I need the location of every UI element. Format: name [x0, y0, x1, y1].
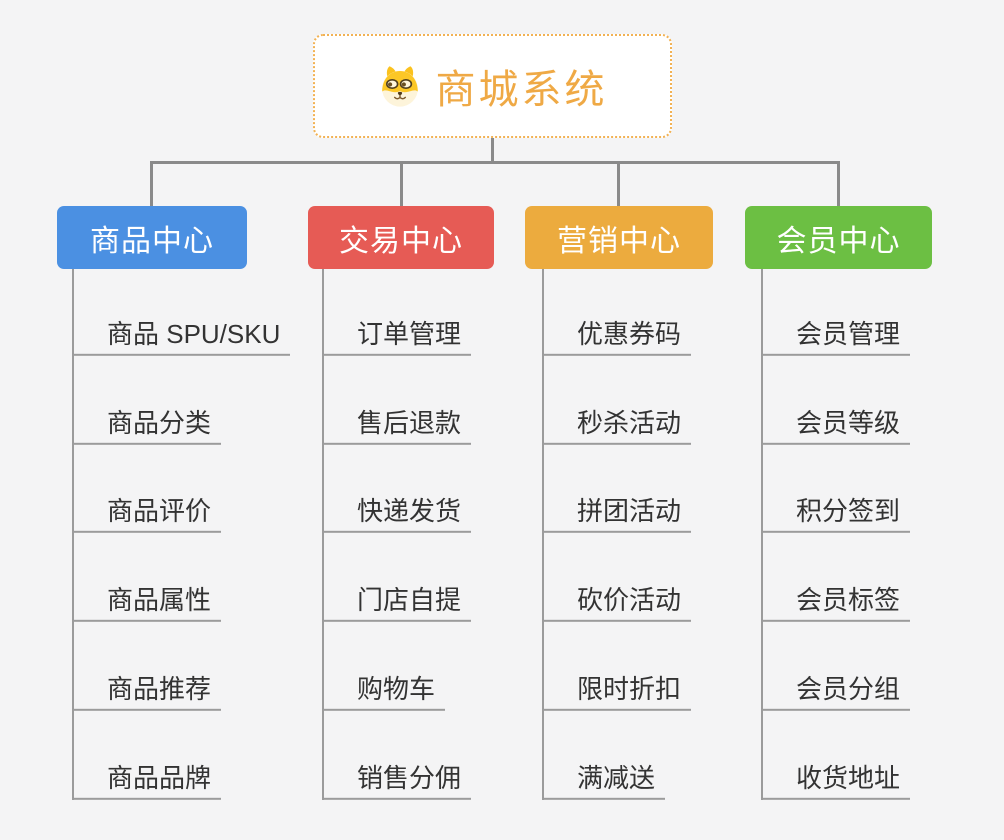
dog-face-icon: [381, 66, 418, 107]
leaf-connector-line-trade: [322, 269, 324, 800]
branch-node-trade-center[interactable]: 交易中心: [308, 206, 494, 269]
leaf-node[interactable]: 商品分类: [72, 408, 222, 445]
root-node[interactable]: 商城系统: [313, 34, 672, 138]
leaf-node[interactable]: 商品评价: [72, 496, 222, 533]
branch-node-product-center[interactable]: 商品中心: [57, 206, 247, 269]
leaf-node[interactable]: 订单管理: [322, 319, 472, 356]
branch-label: 会员中心: [776, 224, 901, 258]
leaf-node[interactable]: 积分签到: [761, 496, 911, 533]
leaf-node[interactable]: 限时折扣: [542, 674, 692, 711]
leaf-node[interactable]: 快递发货: [322, 496, 472, 533]
leaf-node[interactable]: 商品品牌: [72, 763, 222, 800]
branch-label: 营销中心: [557, 224, 681, 258]
leaf-node[interactable]: 售后退款: [322, 408, 472, 445]
leaf-connector-line-product: [72, 269, 74, 800]
connector-branch-stub-1: [150, 162, 153, 206]
branch-label: 商品中心: [90, 224, 214, 258]
leaf-node[interactable]: 收货地址: [761, 763, 911, 800]
leaf-node[interactable]: 拼团活动: [542, 496, 692, 533]
leaf-node[interactable]: 销售分佣: [322, 763, 472, 800]
leaf-node[interactable]: 优惠券码: [542, 319, 692, 356]
leaf-node[interactable]: 购物车: [322, 674, 446, 711]
leaf-node[interactable]: 会员分组: [761, 674, 911, 711]
leaf-node[interactable]: 商品推荐: [72, 674, 222, 711]
leaf-node[interactable]: 秒杀活动: [542, 408, 692, 445]
branch-node-member-center[interactable]: 会员中心: [745, 206, 932, 269]
leaf-node[interactable]: 满减送: [542, 763, 666, 800]
leaf-node[interactable]: 会员标签: [761, 585, 911, 622]
branch-label: 交易中心: [339, 224, 463, 258]
leaf-node[interactable]: 商品属性: [72, 585, 222, 622]
leaf-node[interactable]: 会员管理: [761, 319, 911, 356]
connector-branch-stub-4: [837, 162, 840, 206]
connector-horizontal-bar: [150, 161, 840, 164]
connector-branch-stub-3: [617, 162, 620, 206]
leaf-node[interactable]: 商品 SPU/SKU: [72, 319, 291, 356]
leaf-node[interactable]: 砍价活动: [542, 585, 692, 622]
leaf-connector-line-marketing: [542, 269, 544, 800]
leaf-node[interactable]: 会员等级: [761, 408, 911, 445]
connector-root-stub: [491, 137, 494, 162]
branch-node-marketing-center[interactable]: 营销中心: [525, 206, 713, 269]
root-title: 商城系统: [435, 68, 608, 112]
connector-branch-stub-2: [400, 162, 403, 206]
leaf-node[interactable]: 门店自提: [322, 585, 472, 622]
leaf-connector-line-member: [761, 269, 763, 800]
